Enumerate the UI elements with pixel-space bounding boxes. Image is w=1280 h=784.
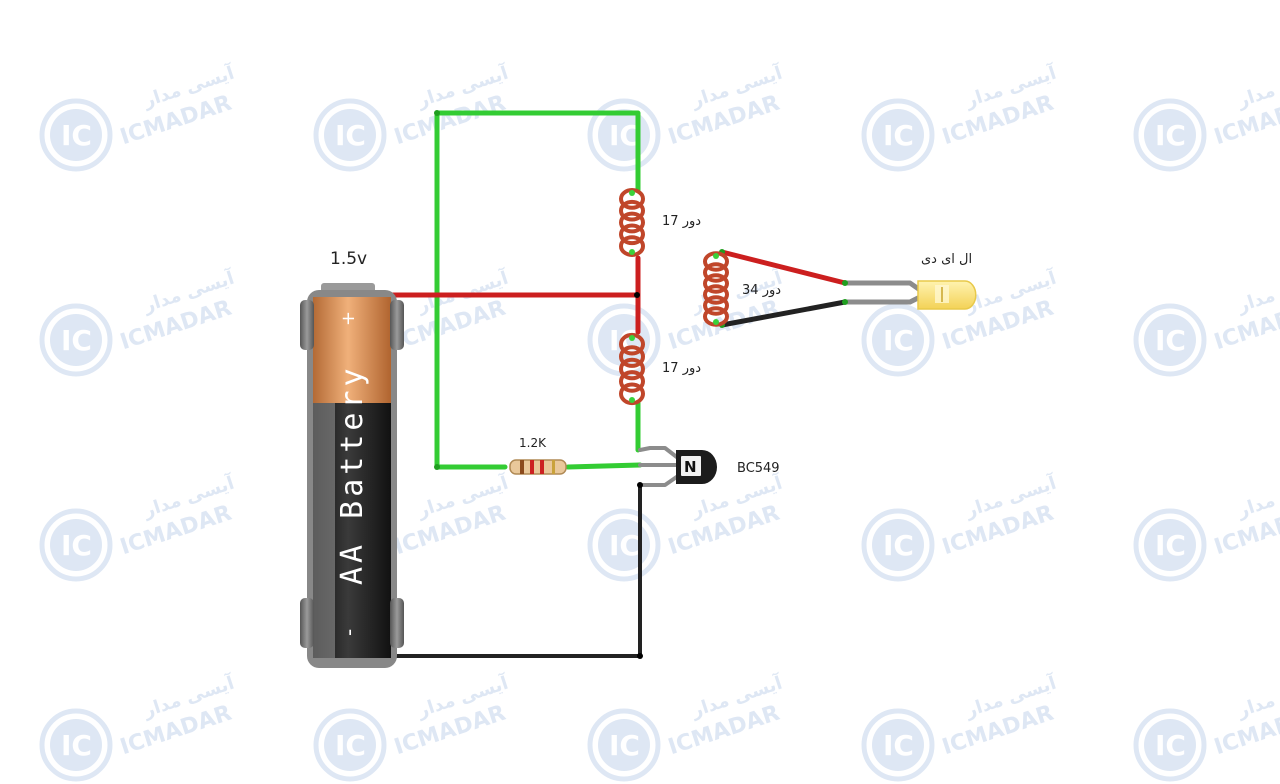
coil-turn	[619, 223, 645, 246]
resistor	[509, 459, 567, 475]
coil-pickup	[703, 251, 729, 327]
junction-led-anode	[842, 280, 848, 286]
junctions	[346, 110, 848, 660]
watermark-layer	[42, 61, 1280, 779]
wire-red-pickup	[719, 249, 848, 286]
watermark-logo	[42, 266, 238, 374]
watermark-logo	[864, 471, 1060, 579]
watermark-logo	[1136, 471, 1280, 579]
watermark-logo	[42, 61, 238, 169]
battery: + - AA Battery	[300, 283, 404, 668]
coil-turn	[619, 370, 645, 393]
coil-top	[619, 188, 645, 257]
coil-bottom-turns-label: 17 دور	[662, 361, 701, 376]
coil-top-turns-label: 17 دور	[662, 214, 701, 229]
coil-bottom	[619, 332, 645, 406]
watermark-logo	[42, 671, 238, 779]
junction-resistor-left	[434, 464, 440, 470]
coil-turn	[703, 284, 729, 305]
coil-terminal	[629, 190, 635, 196]
junction-ground	[637, 653, 643, 659]
led	[917, 280, 977, 310]
coil-turn	[619, 382, 645, 406]
watermark-logo	[590, 671, 786, 779]
transistor: N	[676, 450, 717, 484]
coil-terminal	[629, 397, 635, 403]
watermark-logo	[1136, 266, 1280, 374]
battery-body-label: AA Battery	[335, 364, 370, 585]
coil-turn	[703, 262, 729, 283]
wires	[347, 110, 923, 658]
watermark-logo	[864, 61, 1060, 169]
coil-terminal	[629, 335, 635, 341]
coil-terminal	[713, 319, 719, 325]
wire-green-top	[434, 110, 641, 193]
watermark-logo	[864, 671, 1060, 779]
coil-terminal	[713, 253, 719, 259]
coil-turn	[703, 273, 729, 294]
wire-black-pickup	[719, 299, 848, 328]
coil-terminal	[629, 249, 635, 255]
junction-center-tap	[634, 292, 640, 298]
watermark-logo	[316, 671, 512, 779]
coil-turn	[619, 199, 645, 222]
svg-text:N: N	[684, 458, 697, 476]
junction-led-cathode	[842, 299, 848, 305]
battery-plus-sign: +	[338, 311, 359, 326]
coil-pickup-turns-label: 34 دور	[742, 283, 781, 298]
coil-turn	[703, 295, 729, 316]
transistor-lead-emitter	[638, 474, 680, 487]
coil-turn	[619, 357, 645, 381]
junction-emitter	[637, 482, 643, 488]
wire-green-resistor-base	[565, 462, 643, 470]
watermark-logo	[42, 471, 238, 579]
led-label: ال ای دی	[921, 252, 972, 267]
led-lead-anode	[842, 280, 923, 293]
junction-top-left	[434, 110, 440, 116]
battery-minus-sign: -	[337, 629, 361, 636]
transistor-label: BC549	[737, 461, 780, 476]
led-lead-cathode	[842, 294, 923, 305]
coil-turn	[619, 345, 645, 368]
coil-turn	[619, 332, 645, 356]
watermark-logo	[1136, 61, 1280, 169]
battery-voltage-label: 1.5v	[330, 249, 367, 269]
transistor-lead-collector	[638, 446, 680, 460]
watermark-logo	[590, 471, 786, 579]
watermark-logo	[1136, 671, 1280, 779]
resistor-label: 1.2K	[519, 436, 547, 450]
coil-turn	[619, 211, 645, 234]
